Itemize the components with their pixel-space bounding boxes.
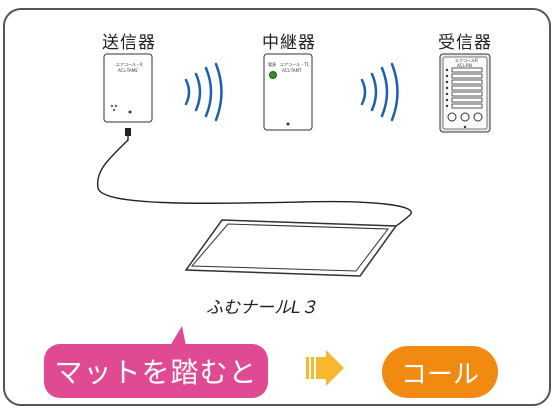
receiver-line1: エアコールR xyxy=(455,58,478,63)
mat-label: ふむナールL３ xyxy=(206,298,318,318)
repeater-line0: 電源 xyxy=(268,62,276,67)
receiver-line2: ACL-RN xyxy=(457,63,472,68)
cable-plug xyxy=(125,128,131,136)
arrow-icon xyxy=(306,350,344,386)
receiver-title: 受信器 xyxy=(438,33,492,53)
radio-wave-icon xyxy=(184,62,223,122)
led-icon xyxy=(269,71,277,79)
bubble-tail xyxy=(170,326,186,346)
receiver-slots xyxy=(451,67,483,109)
transmitter-line1: エアコール・R xyxy=(116,62,143,67)
cable xyxy=(96,128,412,231)
transmitter-title: 送信器 xyxy=(102,33,156,53)
repeater-title: 中継器 xyxy=(262,33,316,53)
repeater-line2: ACL-TAMT xyxy=(282,68,302,73)
call-badge: コール xyxy=(382,346,498,398)
radio-wave-icon xyxy=(360,62,399,122)
floor-mat xyxy=(184,219,398,277)
transmitter-line2: ACL-TAMS xyxy=(118,68,138,73)
repeater-line1: エアコール・T1 xyxy=(280,62,309,67)
trigger-bubble: マットを踏むと xyxy=(44,344,268,398)
receiver-buttons xyxy=(447,112,483,122)
